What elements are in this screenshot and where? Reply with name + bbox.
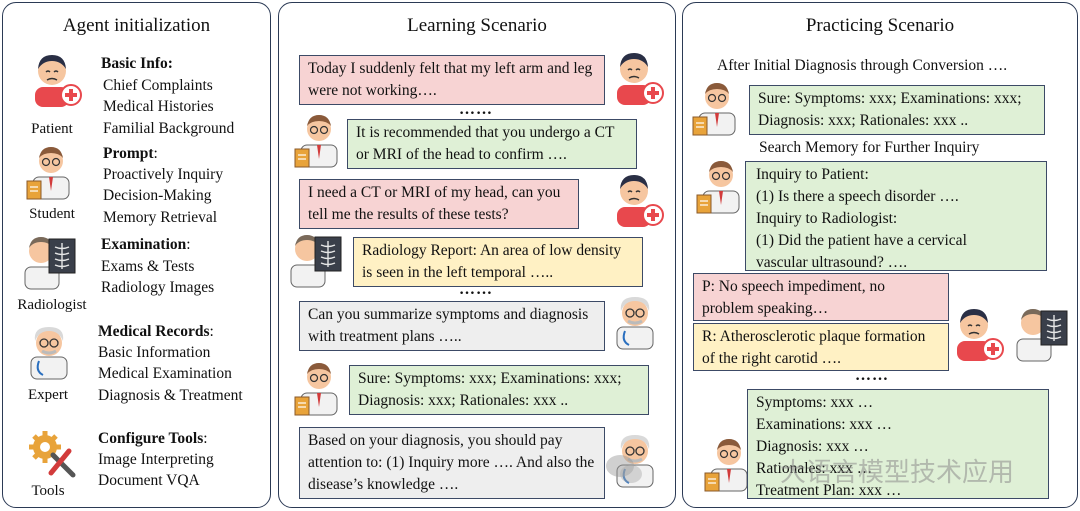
patient-icon bbox=[616, 52, 664, 106]
student-icon bbox=[696, 160, 740, 214]
student-icon bbox=[294, 114, 338, 168]
role-label-patient: Patient bbox=[31, 121, 73, 137]
item-familial-background: Familial Background bbox=[103, 120, 235, 137]
student-icon bbox=[294, 362, 338, 416]
item-decision-making: Decision-Making bbox=[103, 187, 212, 204]
role-label-tools: Tools bbox=[31, 483, 65, 499]
panel-title-learning: Learning Scenario bbox=[407, 15, 547, 36]
radiologist-icon bbox=[24, 236, 76, 290]
caption-initial-diagnosis: After Initial Diagnosis through Conversi… bbox=[717, 57, 1008, 74]
tools-icon bbox=[23, 425, 79, 481]
patient-icon bbox=[34, 54, 82, 108]
final-line-examinations: Examinations: xxx … bbox=[756, 416, 893, 433]
watermark-text: 大语言模型技术应用 bbox=[780, 458, 1015, 488]
inquiry-line: Inquiry to Patient: bbox=[756, 166, 869, 183]
item-chief-complaints: Chief Complaints bbox=[103, 77, 213, 94]
final-line-symptoms: Symptoms: xxx … bbox=[756, 394, 874, 411]
inquiry-line: vascular ultrasound? …. bbox=[756, 254, 908, 271]
panel-title-practicing: Practicing Scenario bbox=[805, 15, 955, 36]
reply-bubble-radiologist: R: Atherosclerotic plaque formation of t… bbox=[693, 323, 949, 371]
item-document-vqa: Document VQA bbox=[98, 472, 200, 489]
expert-icon bbox=[29, 325, 69, 381]
ellipsis-divider: …… bbox=[459, 281, 493, 298]
learning-panel: Learning Scenario Today I suddenly felt … bbox=[278, 2, 676, 508]
item-image-interpreting: Image Interpreting bbox=[98, 451, 214, 468]
expert-icon bbox=[615, 295, 655, 351]
item-exams-tests: Exams & Tests bbox=[101, 258, 195, 275]
inquiry-bubble: Inquiry to Patient: (1) Is there a speec… bbox=[745, 161, 1047, 271]
practicing-panel: Practicing Scenario After Initial Diagno… bbox=[682, 2, 1078, 508]
chat-bubble-patient-2: I need a CT or MRI of my head, can you t… bbox=[299, 179, 579, 229]
chat-bubble-patient-1: Today I suddenly felt that my left arm a… bbox=[299, 55, 605, 105]
item-memory-retrieval: Memory Retrieval bbox=[103, 209, 218, 226]
section-heading-basic-info: Basic Info: bbox=[101, 55, 173, 72]
final-line-diagnosis: Diagnosis: xxx … bbox=[756, 438, 869, 455]
final-line-rationales: Rationales: xxx … bbox=[756, 460, 873, 477]
role-label-expert: Expert bbox=[28, 387, 68, 403]
inquiry-line: (1) Is there a speech disorder …. bbox=[756, 188, 959, 205]
item-medical-histories: Medical Histories bbox=[103, 98, 214, 115]
reply-bubble-patient: P: No speech impediment, no problem spea… bbox=[693, 273, 949, 321]
wechat-icon bbox=[606, 455, 642, 483]
reply-bubble-student-initial: Sure: Symptoms: xxx; Examinations: xxx; … bbox=[749, 85, 1045, 135]
section-heading-configure-tools: Configure Tools: bbox=[98, 430, 208, 447]
patient-icon bbox=[616, 174, 664, 228]
final-line-treatment-plan: Treatment Plan: xxx … bbox=[756, 482, 902, 499]
section-heading-medical-records: Medical Records: bbox=[98, 323, 214, 340]
inquiry-line: (1) Did the patient have a cervical bbox=[756, 232, 967, 249]
ellipsis-divider: …… bbox=[459, 101, 493, 118]
item-proactively-inquiry: Proactively Inquiry bbox=[103, 166, 224, 183]
patient-icon bbox=[956, 308, 1004, 362]
item-diagnosis-treatment: Diagnosis & Treatment bbox=[98, 387, 243, 404]
chat-bubble-student-1: It is recommended that you undergo a CT … bbox=[347, 119, 637, 169]
chat-bubble-expert-1: Can you summarize symptoms and diagnosis… bbox=[299, 301, 605, 351]
chat-bubble-radiologist-1: Radiology Report: An area of low density… bbox=[353, 237, 643, 287]
panel-title-agent-init: Agent initialization bbox=[62, 15, 211, 36]
student-icon bbox=[26, 146, 70, 200]
chat-bubble-expert-2: Based on your diagnosis, you should pay … bbox=[299, 427, 605, 499]
agent-init-panel: Agent initialization Patient Basic Info:… bbox=[2, 2, 271, 508]
role-label-radiologist: Radiologist bbox=[17, 297, 87, 313]
ellipsis-divider: …… bbox=[855, 367, 889, 384]
radiologist-icon bbox=[290, 234, 342, 288]
item-radiology-images: Radiology Images bbox=[101, 279, 215, 296]
caption-search-memory: Search Memory for Further Inquiry bbox=[759, 139, 980, 156]
item-basic-information: Basic Information bbox=[98, 344, 211, 361]
final-report-bubble: Symptoms: xxx … Examinations: xxx … Diag… bbox=[747, 389, 1049, 499]
section-heading-examination: Examination: bbox=[101, 236, 191, 253]
section-heading-prompt: Prompt: bbox=[103, 145, 158, 162]
radiologist-icon bbox=[1016, 308, 1068, 362]
item-medical-examination: Medical Examination bbox=[98, 365, 232, 382]
inquiry-line: Inquiry to Radiologist: bbox=[756, 210, 898, 227]
chat-bubble-student-2: Sure: Symptoms: xxx; Examinations: xxx; … bbox=[349, 365, 649, 415]
role-label-student: Student bbox=[29, 206, 75, 222]
student-icon bbox=[692, 82, 736, 136]
